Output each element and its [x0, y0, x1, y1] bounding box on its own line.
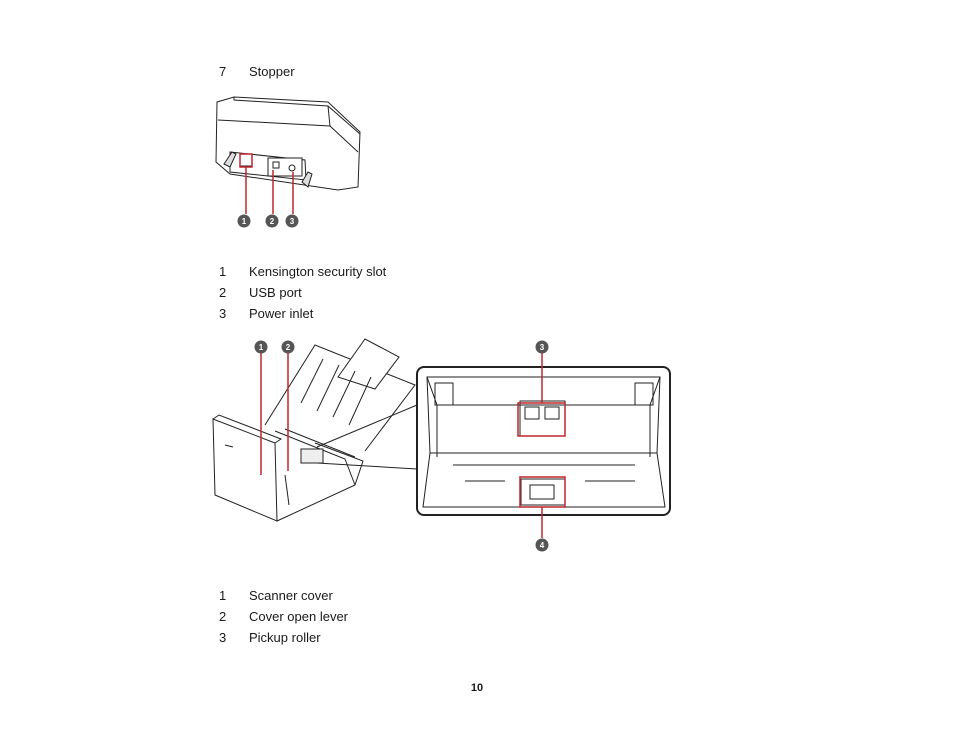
item-label: Power inlet	[249, 306, 314, 321]
item-label: USB port	[249, 285, 302, 300]
callout-lines	[239, 153, 294, 214]
callout-badges: 1 2 3	[237, 214, 299, 228]
zoom-inset	[416, 366, 671, 516]
item-number: 2	[219, 285, 227, 300]
item-label: Kensington security slot	[249, 264, 387, 279]
item-number: 1	[219, 264, 227, 279]
callout-2: 2	[286, 343, 291, 352]
item-label: Cover open lever	[249, 609, 348, 624]
item-number: 7	[219, 64, 227, 79]
page-number: 10	[470, 682, 484, 694]
callout-2: 2	[270, 217, 275, 226]
callout-lines	[260, 353, 566, 538]
item-label: Scanner cover	[249, 588, 333, 603]
callout-1: 1	[242, 217, 247, 226]
scanner-open-illustration: 1 2 3 4	[212, 338, 671, 552]
callout-4: 4	[540, 541, 545, 550]
item-label: Stopper	[249, 64, 295, 79]
item-number: 3	[219, 306, 227, 321]
callout-3: 3	[540, 343, 545, 352]
item-number: 3	[219, 630, 227, 645]
item-number: 1	[219, 588, 227, 603]
callout-3: 3	[290, 217, 295, 226]
callout-badges: 1 2 3 4	[254, 340, 549, 552]
scanner-back-illustration: 1 2 3	[215, 96, 361, 228]
callout-1: 1	[259, 343, 264, 352]
item-label: Pickup roller	[249, 630, 321, 645]
item-number: 2	[219, 609, 227, 624]
